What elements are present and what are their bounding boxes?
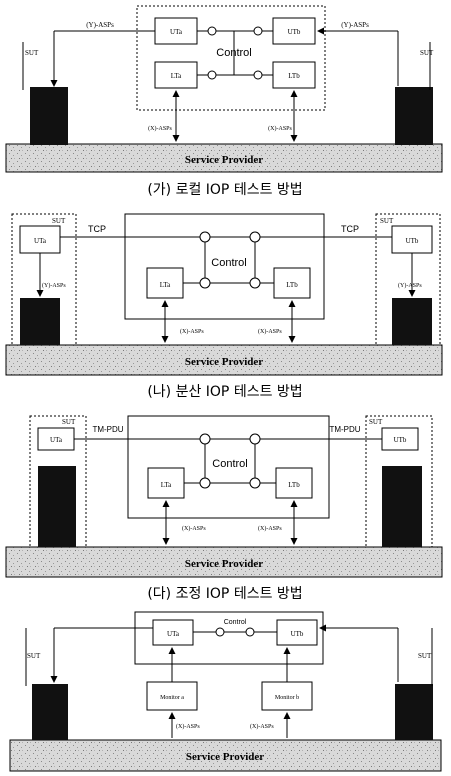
service-provider-label: Service Provider [185,356,263,368]
utb-label: UTb [394,436,407,444]
sut-b-label: SUT [420,49,434,57]
service-provider-label: Service Provider [185,558,263,570]
sut-a-block [32,684,68,740]
x-asps-left: (X)-ASPs [182,525,206,532]
caption-local-iop: (가) 로컬 IOP 테스트 방법 [147,182,302,198]
ltb-label: LTb [286,281,298,289]
caption-distributed-iop: (나) 분산 IOP 테스트 방법 [147,384,302,400]
sut-b-block [395,684,433,740]
x-asps-right: (X)-ASPs [250,723,274,730]
sut-b-block [382,466,422,547]
sut-b-label: SUT [369,418,383,426]
monitor-a-label: Monitor a [160,695,184,701]
sut-a-label: SUT [25,49,39,57]
ltb-label: LTb [288,481,300,489]
y-asps-right: (Y)-ASPs [398,282,422,289]
y-asps-left: (Y)-ASPs [42,282,66,289]
caption-coordinated-iop: (다) 조정 IOP 테스트 방법 [147,586,302,602]
lta-label: LTa [171,72,182,80]
uta-label: UTa [50,436,63,444]
panel-monitored-iop: Service Provider SUT SUT UTa UTb Control… [10,612,441,771]
service-provider-label: Service Provider [185,154,263,166]
tcp-label-right: TCP [341,224,359,234]
sut-b-label: SUT [418,652,432,660]
lta-label: LTa [161,481,172,489]
x-asps-left: (X)-ASPs [180,328,204,335]
panel-distributed-iop: Service Provider SUT SUT UTa UTb (Y)-ASP… [6,214,442,400]
tcp-label-left: TCP [88,224,106,234]
service-provider-label: Service Provider [186,751,264,763]
sut-a-label: SUT [52,217,66,225]
x-asps-right: (X)-ASPs [268,125,292,132]
control-label: Control [212,458,247,470]
sut-a-block [30,87,68,145]
x-asps-right: (X)-ASPs [258,525,282,532]
sut-b-block [392,298,432,345]
tm-pdu-label-right: TM-PDU [329,425,360,434]
uta-label: UTa [34,237,47,245]
x-asps-left: (X)-ASPs [176,723,200,730]
control-label: Control [216,47,251,59]
utb-label: UTb [291,630,304,638]
panel-local-iop: Service Provider SUT SUT UTa LTa UTb LTb… [6,6,442,198]
ltb-label: LTb [288,72,300,80]
panel-coordinated-iop: Service Provider SUT SUT UTa UTb TM-PDU … [6,416,442,602]
control-label: Control [224,619,247,626]
lta-label: LTa [160,281,171,289]
uta-label: UTa [167,630,180,638]
x-asps-left: (X)-ASPs [148,125,172,132]
utb-label: UTb [406,237,419,245]
x-asps-right: (X)-ASPs [258,328,282,335]
sut-a-label: SUT [27,652,41,660]
sut-b-label: SUT [380,217,394,225]
monitor-b-label: Monitor b [275,695,299,701]
y-asps-right: (Y)-ASPs [341,21,369,29]
y-asps-left: (Y)-ASPs [86,21,114,29]
sut-a-label: SUT [62,418,76,426]
sut-b-block [395,87,433,145]
sut-a-block [20,298,60,345]
sut-a-block [38,466,76,547]
uta-label: UTa [170,28,183,36]
utb-label: UTb [288,28,301,36]
tm-pdu-label-left: TM-PDU [92,425,123,434]
control-label: Control [211,257,246,269]
